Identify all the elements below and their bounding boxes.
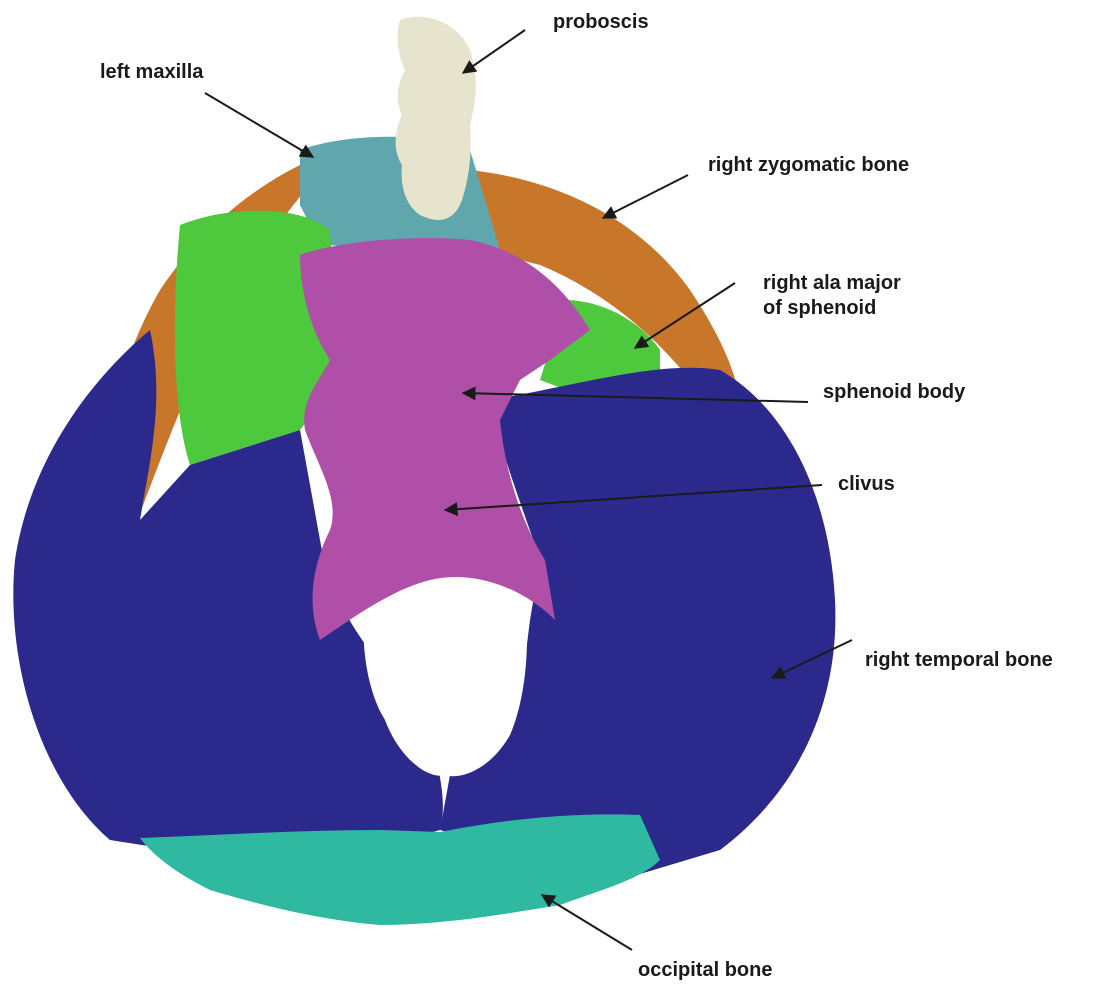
label-occipital-bone: occipital bone (638, 958, 772, 983)
occipital-arrow (542, 895, 632, 950)
label-right-ala-major-line1: right ala major (763, 271, 901, 296)
label-right-temporal-bone: right temporal bone (865, 648, 1053, 673)
right-zygomatic-arrow (603, 175, 688, 218)
label-right-zygomatic-bone: right zygomatic bone (708, 153, 909, 178)
left-maxilla-arrow (205, 93, 313, 157)
proboscis-arrow (463, 30, 525, 73)
label-left-maxilla: left maxilla (100, 60, 203, 85)
label-sphenoid-body: sphenoid body (823, 380, 965, 405)
label-clivus: clivus (838, 472, 895, 497)
proboscis-bone (396, 17, 476, 220)
label-proboscis: proboscis (553, 10, 649, 35)
label-right-ala-major-line2: of sphenoid (763, 296, 876, 321)
